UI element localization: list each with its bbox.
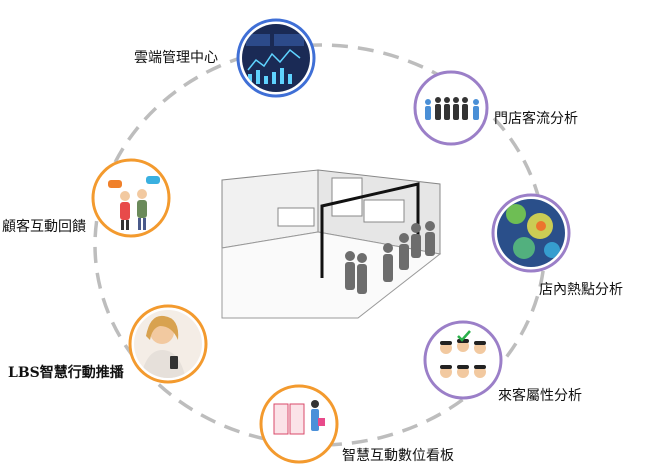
node-heatmap (491, 193, 571, 273)
node-lbs (128, 304, 208, 384)
node-feedback (91, 158, 171, 238)
heatmap-icon (497, 199, 565, 267)
store-illustration-icon (221, 169, 442, 319)
node-label-feedback: 顧客互動回饋 (2, 219, 86, 235)
node-label-signage: 智慧互動數位看板 (342, 448, 454, 464)
node-attributes (423, 320, 503, 400)
customer-chat-icon (108, 176, 160, 230)
node-cloud (236, 18, 316, 98)
people-counter-icon (425, 97, 479, 120)
node-label-cloud: 雲端管理中心 (134, 50, 218, 66)
node-signage (259, 384, 339, 464)
node-label-heatmap: 店內熱點分析 (539, 282, 623, 298)
digital-signage-icon (273, 400, 325, 435)
mobile-push-icon (134, 310, 202, 378)
node-label-traffic: 門店客流分析 (494, 111, 578, 127)
dashboard-icon (242, 24, 310, 92)
node-traffic (413, 70, 489, 146)
node-label-lbs: LBS智慧行動推播 (8, 365, 124, 381)
node-label-attributes: 來客屬性分析 (498, 388, 582, 404)
face-recognition-icon (440, 330, 486, 378)
